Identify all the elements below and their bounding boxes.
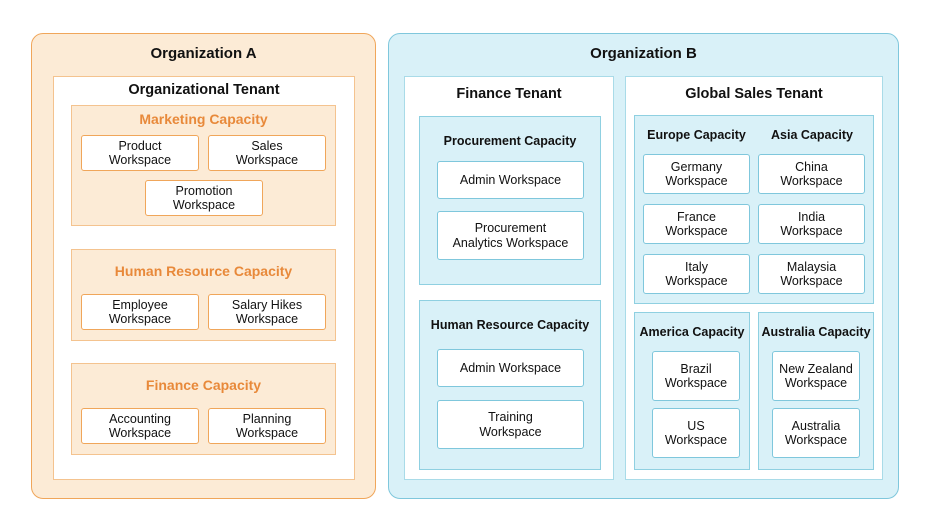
italy-workspace[interactable]: Italy Workspace	[643, 254, 750, 294]
finance-capacity-title: Finance Capacity	[145, 377, 262, 393]
new-zealand-workspace[interactable]: New Zealand Workspace	[772, 351, 860, 401]
asia-capacity-title: Asia Capacity	[771, 128, 853, 142]
finance-hr-capacity-title: Human Resource Capacity	[430, 318, 590, 332]
procurement-analytics-workspace[interactable]: Procurement Analytics Workspace	[437, 211, 584, 260]
human-resource-capacity-title: Human Resource Capacity	[114, 263, 293, 279]
product-workspace[interactable]: Product Workspace	[81, 135, 199, 171]
malaysia-workspace[interactable]: Malaysia Workspace	[758, 254, 865, 294]
germany-workspace[interactable]: Germany Workspace	[643, 154, 750, 194]
hr-admin-workspace[interactable]: Admin Workspace	[437, 349, 584, 387]
training-workspace[interactable]: Training Workspace	[437, 400, 584, 449]
organizational-tenant-title: Organizational Tenant	[128, 82, 280, 98]
america-capacity-title: America Capacity	[639, 325, 745, 339]
procurement-admin-workspace[interactable]: Admin Workspace	[437, 161, 584, 199]
india-workspace[interactable]: India Workspace	[758, 204, 865, 244]
france-workspace[interactable]: France Workspace	[643, 204, 750, 244]
organization-b-title: Organization B	[590, 45, 697, 62]
brazil-workspace[interactable]: Brazil Workspace	[652, 351, 740, 401]
salary-hikes-workspace[interactable]: Salary Hikes Workspace	[208, 294, 326, 330]
marketing-capacity-title: Marketing Capacity	[139, 111, 268, 127]
australia-workspace[interactable]: Australia Workspace	[772, 408, 860, 458]
us-workspace[interactable]: US Workspace	[652, 408, 740, 458]
china-workspace[interactable]: China Workspace	[758, 154, 865, 194]
accounting-workspace[interactable]: Accounting Workspace	[81, 408, 199, 444]
finance-tenant-title: Finance Tenant	[456, 86, 562, 102]
australia-capacity-title: Australia Capacity	[761, 325, 871, 339]
sales-workspace[interactable]: Sales Workspace	[208, 135, 326, 171]
global-sales-tenant-title: Global Sales Tenant	[685, 86, 823, 102]
promotion-workspace[interactable]: Promotion Workspace	[145, 180, 263, 216]
employee-workspace[interactable]: Employee Workspace	[81, 294, 199, 330]
procurement-capacity-title: Procurement Capacity	[443, 134, 577, 148]
planning-workspace[interactable]: Planning Workspace	[208, 408, 326, 444]
organization-a-title: Organization A	[150, 45, 257, 62]
europe-capacity-title: Europe Capacity	[647, 128, 746, 142]
